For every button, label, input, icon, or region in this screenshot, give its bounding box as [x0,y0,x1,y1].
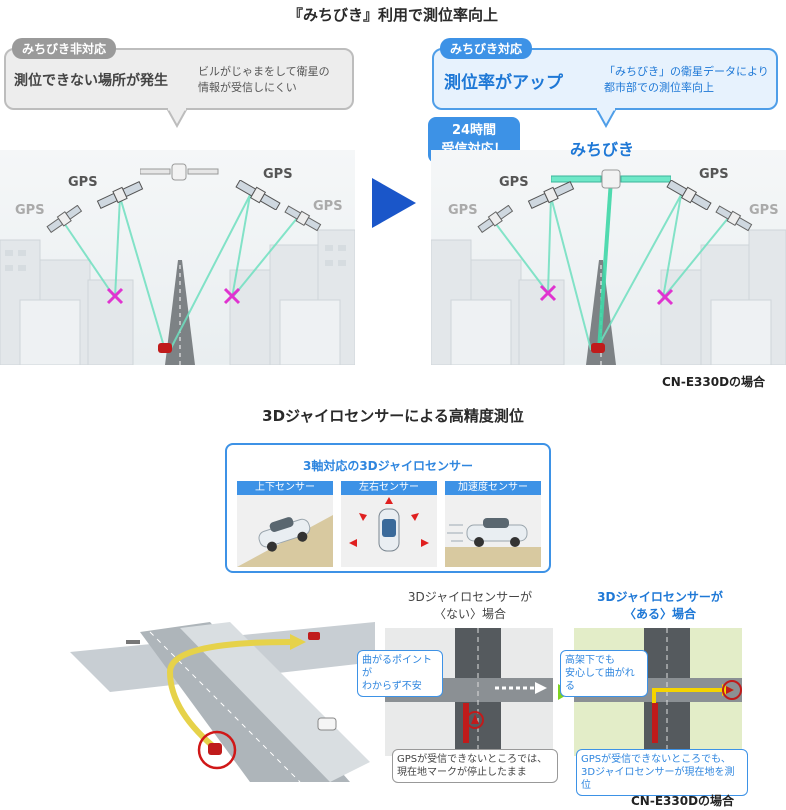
gps-label: GPS [15,203,45,218]
gyro-section-title: 3Dジャイロセンサーによる高精度測位 [262,407,524,425]
without-gyro-note: GPSが受信できないところでは、 現在地マークが停止したまま [392,749,558,783]
gps-label: GPS [313,199,343,214]
model-note: CN-E330Dの場合 [631,794,735,808]
michibiki-headline: 測位率がアップ [444,73,563,93]
gps-satellite-icon [46,205,83,233]
tracked-position-marker [722,680,742,700]
stopped-position-marker [466,711,484,729]
gps-label: GPS [699,167,729,182]
urban-scene-with-michibiki: GPS GPS GPS GPS [431,150,786,365]
michibiki-tag: みちびき対応 [440,38,533,59]
gps-label: GPS [263,167,293,182]
with-gyro-callout: 高架下でも 安心して曲がれる [560,650,648,697]
car-icon [158,343,172,353]
lateral-sensor-label: 左右センサー [341,481,437,495]
satellite-icon [140,163,219,181]
arrow-right-icon [372,178,416,228]
bubble-pointer [594,108,618,128]
with-gyro-note: GPSが受信できないところでも、 3Dジャイロセンサーが現在地を測位 [576,749,748,796]
current-position-marker [197,730,237,770]
michibiki-satellite-icon [551,169,671,189]
gps-satellite-icon [715,205,753,232]
gps-satellite-icon [666,180,712,210]
gps-satellite-icon [284,205,322,232]
gps-satellite-icon [477,205,514,233]
non-michibiki-tag: みちびき非対応 [12,38,117,59]
model-note: CN-E330Dの場合 [662,375,766,389]
gps-label: GPS [749,203,779,218]
michibiki-bubble: みちびき対応 測位率がアップ 「みちびき」の衛星データにより 都市部での測位率向… [432,38,778,110]
gyro-box-title: 3軸対応の3Dジャイロセンサー [302,459,474,473]
non-michibiki-bubble: みちびき非対応 測位できない場所が発生 ビルがじゃまをして衛星の 情報が受信しに… [4,38,354,110]
gps-satellite-icon [527,180,575,210]
car-on-slope-image [237,515,333,567]
car-top-view-image [349,497,429,552]
non-michibiki-headline: 測位できない場所が発生 [14,73,168,89]
gps-label: GPS [448,203,478,218]
acceleration-sensor-label: 加速度センサー [445,481,541,495]
non-michibiki-detail: ビルがじゃまをして衛星の 情報が受信しにくい [198,65,330,94]
acceleration-sensor-panel: 加速度センサー [445,481,541,567]
overpass-intersection-illustration [50,612,375,782]
gps-satellite-icon [235,180,281,210]
lateral-sensor-panel: 左右センサー [341,481,437,567]
blocked-signal-cross [539,284,674,306]
vertical-sensor-panel: 上下センサー [237,481,333,567]
michibiki-label: みちびき [570,140,635,159]
vertical-sensor-label: 上下センサー [237,481,333,495]
blocked-signal-cross [106,287,241,305]
gps-satellite-icon [96,180,144,210]
car-icon [208,743,222,755]
michibiki-beam [597,179,613,351]
map-with-gyro [574,628,742,756]
without-gyro-heading: 3Dジャイロセンサーが 〈ない〉場合 [407,590,533,621]
gps-label: GPS [499,175,529,190]
urban-scene-without-michibiki: GPS GPS GPS GPS [0,150,355,365]
car-accelerating-image [445,518,541,567]
michibiki-detail: 「みちびき」の衛星データにより 都市部での測位率向上 [604,65,769,94]
bubble-pointer [165,108,189,128]
gps-label: GPS [68,175,98,190]
page-title: 『みちびき』利用で測位率向上 [287,6,498,24]
without-gyro-callout: 曲がるポイントが わからず不安 [357,650,443,697]
car-icon [591,343,605,353]
gyro-sensor-box: 3軸対応の3Dジャイロセンサー 上下センサー 左右センサー [225,443,551,573]
with-gyro-heading: 3Dジャイロセンサーが 〈ある〉場合 [597,590,723,621]
